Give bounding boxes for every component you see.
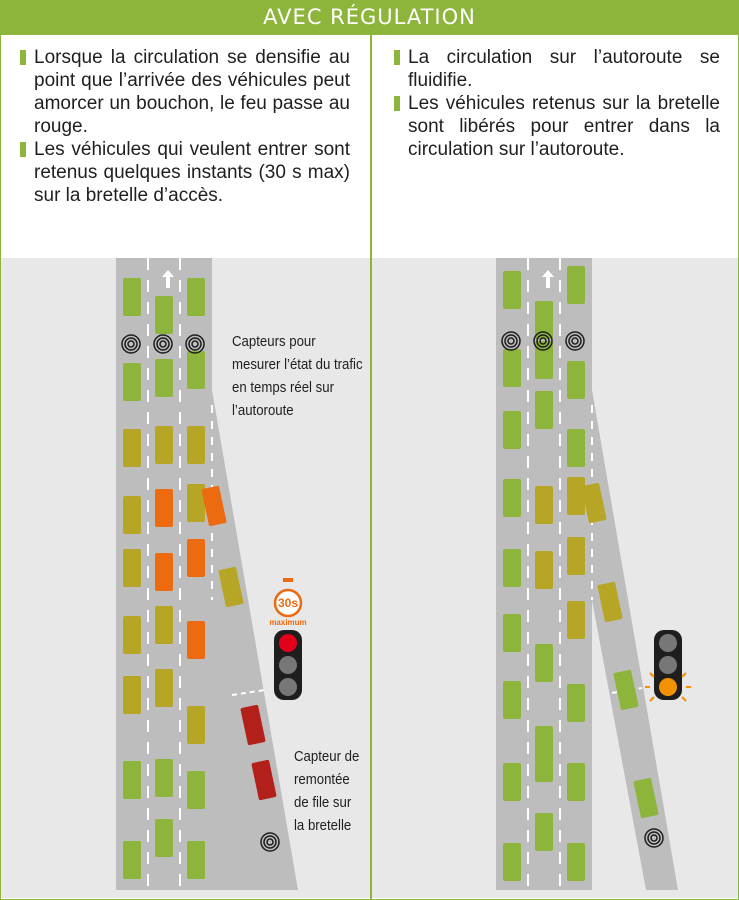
vehicle bbox=[123, 278, 141, 316]
vehicle bbox=[567, 429, 585, 467]
vehicle bbox=[535, 551, 553, 589]
sensor-note: Capteurs pour mesurer l’état du trafic e… bbox=[232, 333, 363, 419]
direction-arrow-icon bbox=[542, 270, 554, 288]
vehicle bbox=[581, 482, 607, 524]
vehicle bbox=[155, 296, 173, 334]
loop-sensor-icon bbox=[121, 334, 141, 354]
vehicle bbox=[535, 486, 553, 524]
vehicle bbox=[187, 706, 205, 744]
right-bullet-2: Les véhicules retenus sur la bretelle so… bbox=[394, 92, 720, 161]
bullet-marker-icon bbox=[394, 50, 400, 65]
vehicle bbox=[123, 429, 141, 467]
left-bullet-2: Les véhicules qui veulent entrer sont re… bbox=[20, 138, 350, 207]
vehicle bbox=[123, 363, 141, 401]
vehicle bbox=[503, 479, 521, 517]
vehicle bbox=[123, 841, 141, 879]
vehicle bbox=[535, 391, 553, 429]
bullet-marker-icon bbox=[20, 142, 26, 157]
vehicle bbox=[187, 539, 205, 577]
right-description: La circulation sur l’autoroute se fluidi… bbox=[394, 46, 720, 161]
loop-sensor-icon bbox=[565, 331, 585, 351]
timer-value: 30s bbox=[277, 596, 299, 610]
vehicle bbox=[567, 266, 585, 304]
vehicle bbox=[155, 489, 173, 527]
banner-title: AVEC RÉGULATION bbox=[0, 0, 739, 35]
vehicle bbox=[567, 537, 585, 575]
vehicle bbox=[535, 301, 553, 339]
vehicle bbox=[123, 549, 141, 587]
stopwatch-icon bbox=[273, 578, 303, 618]
vehicle bbox=[155, 606, 173, 644]
vehicle bbox=[187, 351, 205, 389]
vehicle bbox=[567, 361, 585, 399]
ramp-sensor-note: Capteur de remontée de file sur la brete… bbox=[294, 748, 360, 834]
loop-sensor-icon bbox=[644, 828, 664, 848]
vehicle bbox=[567, 477, 585, 515]
vehicle bbox=[597, 581, 623, 623]
loop-sensor-icon bbox=[185, 334, 205, 354]
bullet-marker-icon bbox=[394, 96, 400, 111]
vehicle bbox=[187, 278, 205, 316]
vehicle bbox=[123, 496, 141, 534]
vehicle bbox=[503, 763, 521, 801]
left-ramp bbox=[211, 390, 298, 890]
vehicle bbox=[155, 359, 173, 397]
vehicle bbox=[567, 843, 585, 881]
direction-arrow-icon bbox=[162, 270, 174, 288]
vehicle bbox=[503, 614, 521, 652]
vehicle bbox=[503, 411, 521, 449]
vehicle bbox=[613, 669, 639, 711]
right-bullet-1: La circulation sur l’autoroute se fluidi… bbox=[394, 46, 720, 92]
vehicle bbox=[155, 669, 173, 707]
vehicle bbox=[567, 601, 585, 639]
timer-label: maximum bbox=[269, 618, 307, 627]
left-description: Lorsque la circulation se densifie au po… bbox=[20, 46, 350, 207]
bullet-marker-icon bbox=[20, 50, 26, 65]
vehicle bbox=[187, 841, 205, 879]
vehicle bbox=[123, 761, 141, 799]
vehicle bbox=[123, 676, 141, 714]
column-divider bbox=[370, 35, 372, 900]
traffic-light-amber-icon bbox=[645, 630, 691, 702]
vehicle bbox=[123, 616, 141, 654]
vehicle bbox=[187, 426, 205, 464]
vehicle bbox=[187, 484, 205, 522]
vehicle bbox=[251, 759, 277, 801]
vehicle bbox=[503, 271, 521, 309]
vehicles bbox=[123, 266, 659, 881]
vehicle bbox=[535, 813, 553, 851]
vehicle bbox=[535, 341, 553, 379]
vehicle bbox=[155, 759, 173, 797]
vehicle bbox=[503, 681, 521, 719]
vehicle bbox=[567, 763, 585, 801]
vehicle bbox=[503, 549, 521, 587]
vehicle bbox=[535, 644, 553, 682]
loop-sensor-icon bbox=[533, 331, 553, 351]
vehicle bbox=[503, 843, 521, 881]
traffic-light-red-icon bbox=[274, 630, 302, 700]
vehicle bbox=[187, 621, 205, 659]
vehicle bbox=[535, 744, 553, 782]
vehicle bbox=[155, 819, 173, 857]
vehicle bbox=[187, 771, 205, 809]
loop-sensor-icon bbox=[501, 331, 521, 351]
loop-sensor-icon bbox=[153, 334, 173, 354]
vehicle bbox=[201, 485, 227, 527]
vehicle bbox=[155, 426, 173, 464]
vehicle bbox=[155, 553, 173, 591]
vehicle bbox=[633, 777, 659, 819]
vehicle bbox=[567, 684, 585, 722]
vehicle bbox=[218, 566, 244, 608]
vehicle bbox=[503, 349, 521, 387]
loop-sensor-icon bbox=[260, 832, 280, 852]
left-bullet-1: Lorsque la circulation se densifie au po… bbox=[20, 46, 350, 138]
vehicle bbox=[240, 704, 266, 746]
loop-sensors bbox=[121, 331, 664, 852]
